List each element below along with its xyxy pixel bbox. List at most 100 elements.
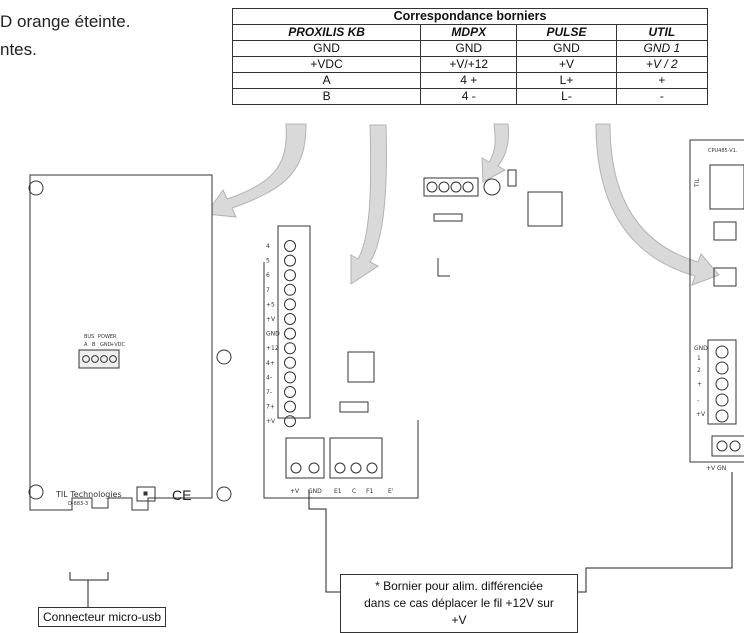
screw-icon [284,400,296,413]
screw-icon [715,409,729,423]
ce-mark: CE [172,487,191,503]
screw-icon [729,440,741,452]
callout-box: * Bornier pour alim. différenciée dans c… [340,574,578,633]
mdpx-bottom-terminal-b [329,437,383,479]
proxilis-pin-label: +VDC [110,342,125,348]
screw-icon [284,327,296,340]
mdpx-bottom-label: C [352,488,356,495]
screw-icon [450,181,462,193]
mounting-hole [216,349,232,365]
screw-icon [716,440,728,452]
arrow-pulse [481,123,509,183]
util-chip [713,267,737,287]
arrow-util [595,123,720,286]
screw-icon [100,355,108,363]
table-cell: B [231,88,422,105]
intro-line-1: D orange éteinte. [0,12,131,31]
screw-icon [715,361,729,375]
util-side-label: GND [694,345,708,352]
util-side-label: - [697,397,699,404]
proxilis-part-no: D-883-3 [68,501,88,507]
proxilis-header-bus: BUS [84,334,94,340]
callout-line: +V [451,613,467,627]
screw-icon [334,462,346,474]
callout-connectors [69,472,733,607]
pulse-board [423,169,563,277]
screw-icon [438,181,450,193]
usb-connector-label: Connecteur micro-usb [38,607,167,627]
mdpx-chip [347,351,375,383]
arrow-mdpx [350,124,387,285]
callout-line: * Bornier pour alim. différenciée [375,579,543,593]
util-bottom-terminal [711,435,744,457]
screw-icon [284,240,296,252]
mdpx-side-label: 7 [266,287,270,294]
terminal-correspondence-table: Correspondance borniers PROXILIS KB MDPX… [231,8,709,105]
mdpx-side-label: 4- [266,374,272,381]
table-cell: L- [516,88,617,105]
proxilis-pin-label: GND [100,342,112,348]
intro-text: D orange éteinte. ntes. [0,8,130,64]
pulse-inductor [483,178,501,196]
mdpx-bottom-label: F1 [366,488,373,495]
proxilis-pin-label: B [92,342,96,348]
screw-icon [426,181,438,193]
util-til-label: TIL [694,178,701,188]
mdpx-side-label: +V [266,418,276,425]
util-chip [713,221,737,241]
screw-icon [366,462,378,474]
mdpx-terminal-strip [277,225,311,419]
screw-icon [284,254,296,267]
screw-icon [284,415,296,428]
util-terminal-strip [707,339,737,425]
pulse-component [507,169,517,187]
mdpx-component [339,401,369,413]
mdpx-bottom-terminal-a [285,437,325,479]
mdpx-side-label: 6 [266,272,270,279]
screw-icon [462,181,474,193]
screw-icon [284,371,296,384]
table-row: GND GND GND GND 1 [231,40,709,57]
arrow-proxilis [205,123,307,218]
connection-arrows [205,123,720,286]
mdpx-side-label: +5 [266,301,275,308]
screw-icon [284,283,296,296]
mounting-hole [28,180,44,196]
screw-icon [109,355,117,363]
callout-line-right [576,472,733,593]
proxilis-pin-label: A [84,342,88,348]
table-cell: GND 1 [615,40,709,57]
screw-icon [715,377,729,391]
table-cell: 4 - [420,88,518,105]
mdpx-screws [284,240,296,428]
screw-icon [284,269,296,282]
mdpx-bottom-label: +V [290,488,300,495]
screw-icon [715,345,729,359]
mdpx-bottom-label: E1 [334,488,342,495]
pulse-component [433,213,463,222]
mounting-hole [28,484,44,500]
callout-line-left [308,490,340,593]
usb-connector [136,486,156,502]
screw-icon [715,393,729,407]
terminal-block [78,349,120,369]
intro-line-2: ntes. [0,40,37,59]
screw-icon [290,462,302,474]
callout-line: dans ce cas déplacer le fil +12V sur [364,596,554,610]
proxilis-header-power: POWER [98,334,117,340]
mdpx-side-label: +V [266,316,276,323]
mdpx-bottom-label: GND [308,488,322,495]
screw-icon [284,386,296,398]
util-side-label: + [697,381,702,388]
mdpx-side-label: 7- [266,389,272,396]
mdpx-pcb-outline [263,262,419,499]
mdpx-side-label: 7+ [266,404,275,411]
screw-icon [82,355,90,363]
screw-icon [284,298,296,311]
usb-bracket [69,572,109,607]
mdpx-side-label: 5 [266,258,270,265]
screw-icon [284,313,296,325]
screw-icon [350,462,362,474]
table-row: B 4 - L- - [231,88,709,105]
util-board [689,139,744,463]
